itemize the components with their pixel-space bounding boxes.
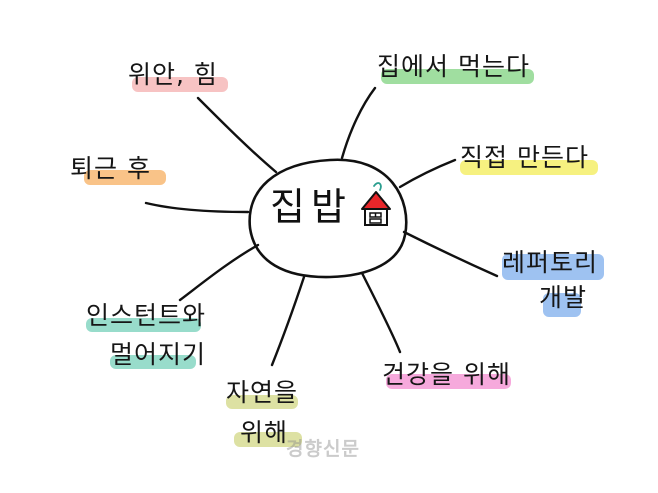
branch-instant-line1-text: 인스턴트와 — [86, 301, 207, 330]
branch-repertoire-line2: 개발 — [539, 283, 588, 317]
highlight-health — [386, 374, 511, 389]
highlight-after-work — [84, 170, 166, 185]
highlight-eat-at-home — [381, 69, 534, 84]
branch-after-work: 퇴근 후 — [70, 154, 166, 185]
branch-nature-line2-text: 위해 — [240, 418, 289, 447]
line-comfort — [196, 96, 278, 174]
branch-eat-at-home: 집에서 먹는다 — [377, 52, 534, 84]
highlight-instant-line2 — [110, 355, 196, 369]
line-repertoire — [402, 230, 499, 278]
branch-nature-line2: 위해 — [234, 418, 302, 447]
highlight-nature-line2 — [234, 432, 302, 447]
center-topic-text: 집밥 — [270, 185, 352, 229]
highlight-comfort — [132, 77, 228, 92]
branch-eat-at-home-text: 집에서 먹는다 — [377, 52, 530, 81]
branch-health-text: 건강을 위해 — [382, 360, 511, 389]
branch-repertoire-line1-text: 레퍼토리 — [502, 248, 599, 277]
highlight-make-myself — [460, 160, 598, 175]
line-instant — [178, 243, 260, 302]
branch-after-work-text: 퇴근 후 — [70, 154, 151, 183]
branch-instant-line2: 멀어지기 — [110, 340, 207, 369]
center-ellipse — [248, 158, 408, 279]
branch-health: 건강을 위해 — [382, 360, 511, 389]
branch-make-myself-text: 직접 만든다 — [460, 143, 589, 172]
branch-repertoire-line1: 레퍼토리 — [502, 248, 604, 280]
branch-instant-line2-text: 멀어지기 — [110, 340, 207, 369]
highlight-nature-line1 — [226, 395, 298, 409]
house-icon — [361, 182, 391, 226]
line-eat-at-home — [340, 86, 377, 160]
branch-repertoire-line2-text: 개발 — [539, 283, 588, 312]
line-nature — [270, 275, 306, 367]
highlight-repertoire-line1 — [502, 254, 604, 280]
branch-comfort-text: 위안, 힘 — [128, 60, 218, 89]
publisher-watermark: 경향신문 — [286, 440, 360, 459]
branch-instant-line1: 인스턴트와 — [86, 301, 207, 332]
highlight-instant-line1 — [86, 318, 201, 332]
branch-make-myself: 직접 만든다 — [460, 143, 598, 175]
highlight-repertoire-line2 — [543, 293, 581, 317]
publisher-watermark-text: 경향신문 — [286, 438, 360, 460]
line-health — [360, 271, 402, 354]
branch-comfort: 위안, 힘 — [128, 60, 228, 92]
branch-nature-line1: 자연을 — [226, 378, 299, 409]
branch-nature-line1-text: 자연을 — [226, 378, 299, 407]
line-make-myself — [398, 158, 457, 189]
line-after-work — [144, 201, 250, 214]
center-topic: 집밥 — [270, 188, 352, 226]
